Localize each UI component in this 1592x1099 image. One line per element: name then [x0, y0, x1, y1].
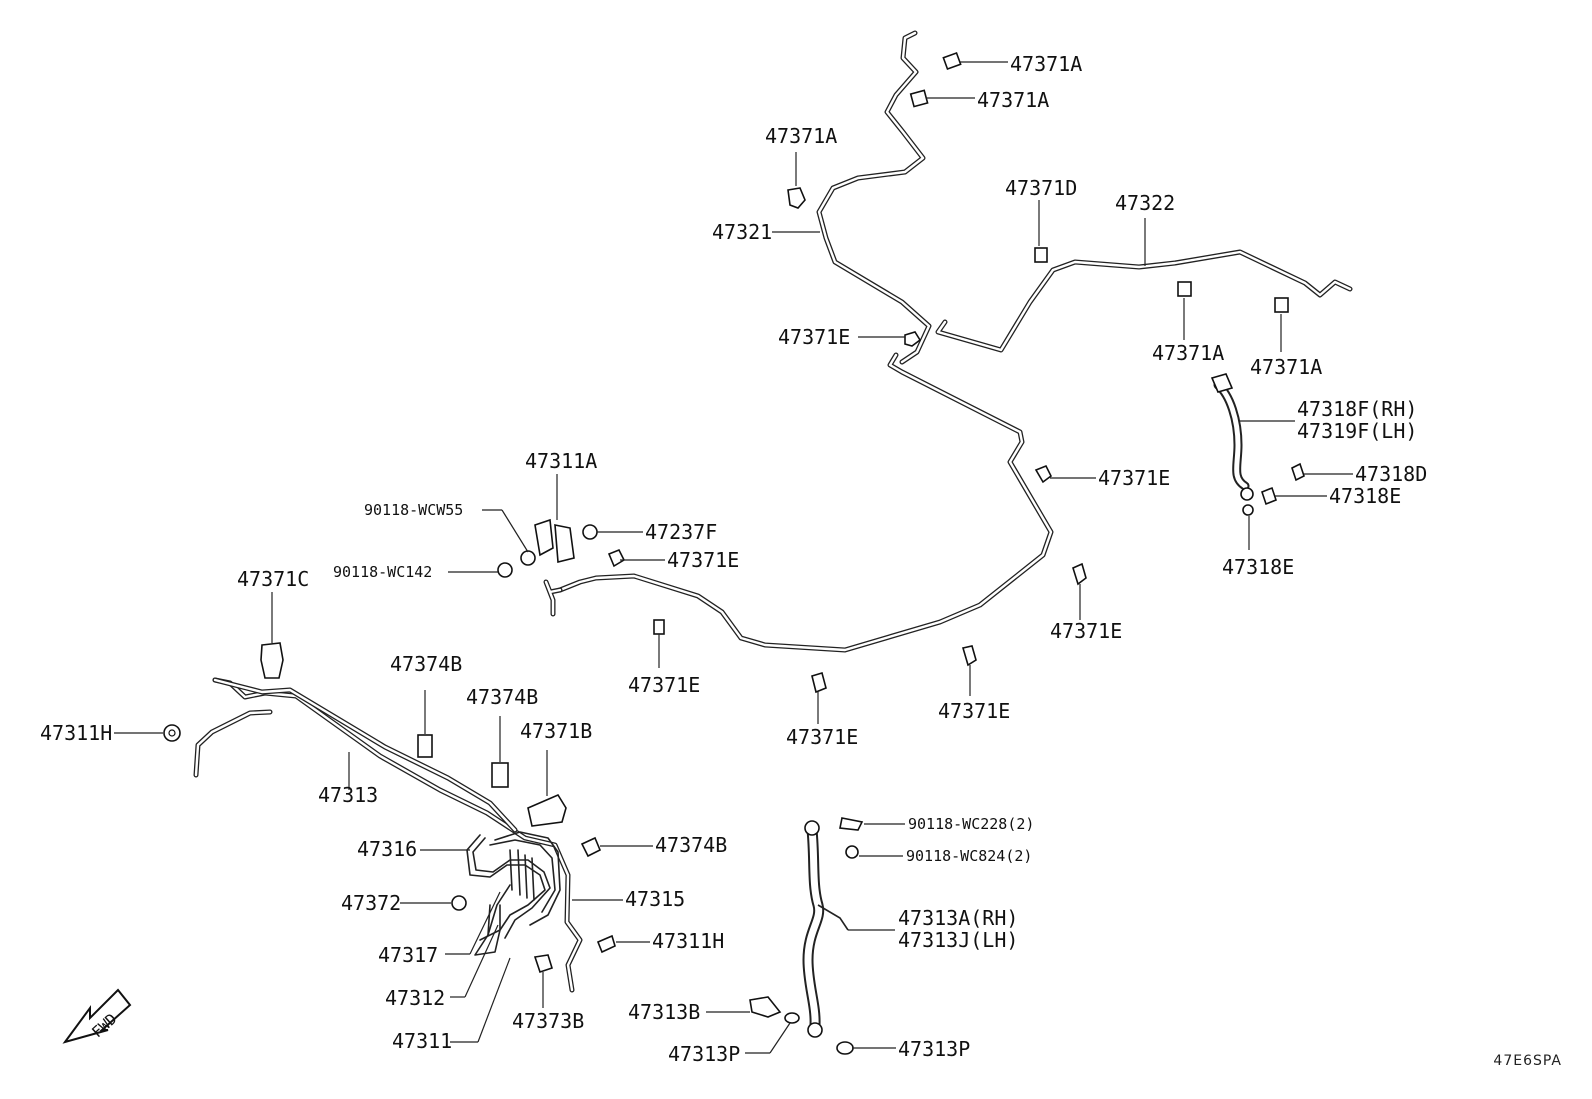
label-47371A-3: 47371A [765, 124, 837, 148]
label-47372: 47372 [341, 891, 401, 915]
label-47371E-5: 47371E [1050, 619, 1122, 643]
label-90118-WCW55: 90118-WCW55 [364, 501, 463, 519]
label-47313P-1: 47313P [668, 1042, 740, 1066]
label-47315: 47315 [625, 887, 685, 911]
label-90118-WC824: 90118-WC824(2) [906, 847, 1032, 865]
label-47371E-4: 47371E [628, 673, 700, 697]
label-47318E-1: 47318E [1329, 484, 1401, 508]
label-47312: 47312 [385, 986, 445, 1010]
label-47371E-6: 47371E [938, 699, 1010, 723]
part-labels: 47371A 47371A 47371A 47321 47371D 47322 … [40, 52, 1427, 1066]
label-47371E-7: 47371E [786, 725, 858, 749]
label-47371E-1: 47371E [778, 325, 850, 349]
brake-line-lower-bundle [466, 831, 561, 956]
label-47311H-2: 47311H [652, 929, 724, 953]
fwd-arrow-icon: FWD [62, 988, 132, 1044]
label-47318D: 47318D [1355, 462, 1427, 486]
label-47371E-2: 47371E [1098, 466, 1170, 490]
label-47237F: 47237F [645, 520, 717, 544]
label-47319F-LH: 47319F(LH) [1297, 419, 1417, 443]
label-47373B: 47373B [512, 1009, 584, 1033]
brake-line-47321 [816, 30, 932, 365]
label-47371E-3: 47371E [667, 548, 739, 572]
label-47313B: 47313B [628, 1000, 700, 1024]
label-90118-WC142: 90118-WC142 [333, 563, 432, 581]
label-47371A-5: 47371A [1250, 355, 1322, 379]
diagram-code: 47E6SPA [1493, 1053, 1562, 1069]
label-47313: 47313 [318, 783, 378, 807]
label-47371A-4: 47371A [1152, 341, 1224, 365]
label-47318E-2: 47318E [1222, 555, 1294, 579]
leader-lines [114, 61, 1353, 1054]
label-47313J-LH: 47313J(LH) [898, 928, 1018, 952]
label-47371D: 47371D [1005, 176, 1077, 200]
label-47374B-3: 47374B [655, 833, 727, 857]
label-47371A-2: 47371A [977, 88, 1049, 112]
label-47322: 47322 [1115, 191, 1175, 215]
label-47374B-2: 47374B [466, 685, 538, 709]
label-47316: 47316 [357, 837, 417, 861]
label-90118-WC228: 90118-WC228(2) [908, 815, 1034, 833]
label-47311A: 47311A [525, 449, 597, 473]
label-47317: 47317 [378, 943, 438, 967]
label-47311H-1: 47311H [40, 721, 112, 745]
flex-hose-47318f [1213, 380, 1250, 491]
label-47313A-RH: 47313A(RH) [898, 906, 1018, 930]
label-47371A-1: 47371A [1010, 52, 1082, 76]
label-47313P-2: 47313P [898, 1037, 970, 1061]
label-47371B: 47371B [520, 719, 592, 743]
brake-line-main [543, 352, 1054, 653]
label-47371C: 47371C [237, 567, 309, 591]
label-47311: 47311 [392, 1029, 452, 1053]
clip-parts [163, 51, 1305, 1055]
brake-line-47322 [935, 249, 1353, 353]
label-47321: 47321 [712, 220, 772, 244]
label-47318F-RH: 47318F(RH) [1297, 397, 1417, 421]
brake-line-47313 [193, 677, 583, 993]
flex-hose-47313a [802, 824, 849, 1031]
label-47374B-1: 47374B [390, 652, 462, 676]
